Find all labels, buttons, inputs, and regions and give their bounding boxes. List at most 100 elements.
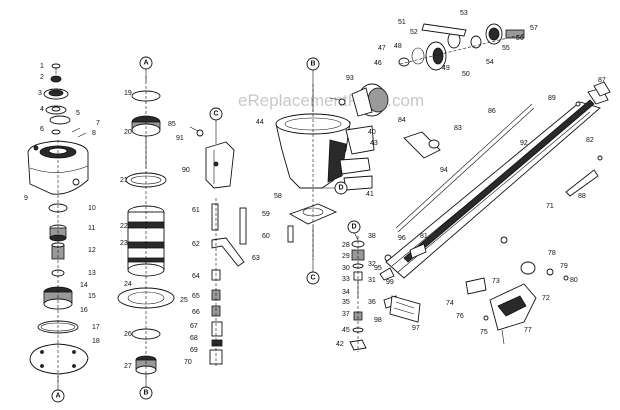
- part-number-label: 33: [342, 276, 350, 283]
- part-number-label: 60: [262, 233, 270, 240]
- part-number-label: 95: [374, 265, 382, 272]
- part-number-label: 76: [456, 313, 464, 320]
- part-46-cap: [351, 83, 389, 117]
- connector-label: A: [55, 393, 60, 400]
- connector-a-bottom: A: [51, 376, 65, 403]
- pusher-assembly: [465, 261, 569, 345]
- watermark-text: eReplacementParts.com: [238, 91, 424, 110]
- magazine-assembly: [385, 81, 611, 279]
- part-number-label: 67: [190, 323, 198, 330]
- part-number-label: 54: [486, 59, 494, 66]
- part-number-label: 10: [88, 205, 96, 212]
- part-62-63-lever: [211, 207, 247, 267]
- part-number-label: 81: [420, 233, 428, 240]
- part-number-label: 19: [124, 90, 132, 97]
- part-number-label: 3: [38, 90, 42, 97]
- part-number-label: 50: [462, 71, 470, 78]
- part-number-label: 91: [176, 135, 184, 142]
- part-number-label: 93: [346, 75, 354, 82]
- connector-b-top: B: [306, 57, 320, 112]
- part-number-label: 96: [398, 235, 406, 242]
- part-number-label: 31: [368, 277, 376, 284]
- part-number-label: 86: [488, 108, 496, 115]
- part-number-label: 20: [124, 129, 132, 136]
- part-number-label: 8: [92, 130, 96, 137]
- part-number-label: 51: [398, 19, 406, 26]
- part-number-label: 23: [120, 240, 128, 247]
- callout-labels: 1234567891011121314151617181920212223242…: [24, 10, 606, 370]
- valve-parts: [349, 236, 421, 352]
- connector-d-top: D: [322, 181, 348, 195]
- part-44-housing: [275, 113, 351, 189]
- part-number-label: 78: [548, 250, 556, 257]
- piston-assembly: [117, 76, 175, 378]
- part-number-label: 48: [394, 43, 402, 50]
- connector-label: B: [310, 61, 315, 68]
- part-number-label: 59: [262, 211, 270, 218]
- part-number-label: 57: [530, 25, 538, 32]
- part-number-label: 89: [548, 95, 556, 102]
- part-number-label: 36: [368, 299, 376, 306]
- part-number-label: 32: [368, 261, 376, 268]
- part-number-label: 66: [192, 309, 200, 316]
- part-number-label: 1: [40, 63, 44, 70]
- part-number-label: 26: [124, 331, 132, 338]
- part-number-label: 44: [256, 119, 264, 126]
- part-number-label: 34: [342, 289, 350, 296]
- part-number-label: 49: [442, 65, 450, 72]
- part-number-label: 84: [398, 117, 406, 124]
- part-number-label: 13: [88, 270, 96, 277]
- connector-b-bottom: B: [139, 374, 153, 400]
- part-number-label: 63: [252, 255, 260, 262]
- part-number-label: 12: [88, 247, 96, 254]
- part-number-label: 94: [440, 167, 448, 174]
- part-number-label: 28: [342, 242, 350, 249]
- connector-label: D: [338, 185, 343, 192]
- part-number-label: 14: [80, 282, 88, 289]
- part-number-label: 5: [76, 110, 80, 117]
- part-number-label: 9: [24, 195, 28, 202]
- part-number-label: 70: [184, 359, 192, 366]
- part-number-label: 45: [342, 327, 350, 334]
- part-number-label: 42: [336, 341, 344, 348]
- part-number-label: 52: [410, 29, 418, 36]
- left-assembly: [27, 63, 89, 382]
- connector-label: C: [310, 275, 315, 282]
- part-number-label: 77: [524, 327, 532, 334]
- connector-label: D: [351, 224, 356, 231]
- connector-label: C: [213, 111, 218, 118]
- part-number-label: 55: [502, 45, 510, 52]
- part-number-label: 92: [520, 140, 528, 147]
- part-number-label: 11: [88, 225, 95, 232]
- part-number-label: 43: [370, 140, 378, 147]
- connector-label: B: [143, 390, 148, 397]
- part-number-label: 80: [570, 277, 578, 284]
- part-number-label: 46: [374, 60, 382, 67]
- part-number-label: 24: [124, 281, 132, 288]
- trigger-assembly: [189, 126, 247, 368]
- part-number-label: 7: [96, 120, 100, 127]
- part-number-label: 15: [88, 293, 96, 300]
- part-number-label: 71: [546, 203, 554, 210]
- part-number-label: 97: [412, 325, 420, 332]
- part-number-label: 98: [374, 317, 382, 324]
- part-number-label: 65: [192, 293, 200, 300]
- part-number-label: 38: [368, 233, 376, 240]
- part-number-label: 56: [516, 35, 524, 42]
- part-number-label: 47: [378, 45, 386, 52]
- part-number-label: 99: [386, 279, 394, 286]
- part-number-label: 4: [40, 106, 44, 113]
- part-number-label: 2: [40, 74, 44, 81]
- connector-c-top: C: [209, 107, 223, 144]
- part-number-label: 68: [190, 335, 198, 342]
- part-number-label: 16: [80, 307, 88, 314]
- part-number-label: 62: [192, 241, 200, 248]
- connector-a-top: A: [139, 56, 153, 82]
- part-number-label: 17: [92, 324, 100, 331]
- connector-c-bottom: C: [306, 226, 320, 285]
- connector-label: A: [143, 60, 148, 67]
- part-number-label: 30: [342, 265, 350, 272]
- part-number-label: 25: [180, 297, 188, 304]
- main-housing: [275, 83, 389, 260]
- part-number-label: 41: [366, 191, 374, 198]
